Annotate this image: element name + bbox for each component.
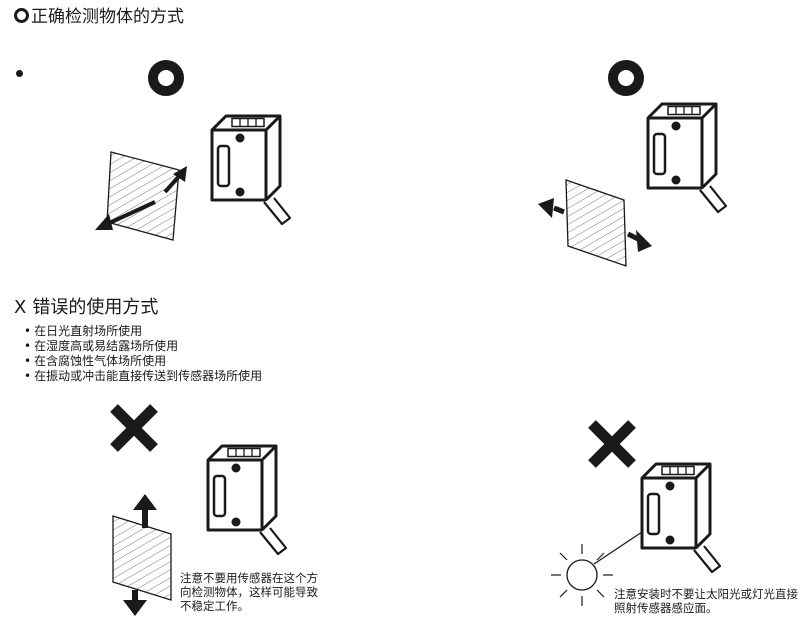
note-sunlight: 注意安装时不要让太阳光或灯光直接照射传感器感应面。 — [614, 587, 798, 615]
target-plate-diagram-vertical — [112, 494, 172, 616]
photoelectric-sensor-icon — [646, 102, 728, 214]
circle-ok-icon — [148, 60, 184, 96]
list-item: 在振动或冲击能直接传送到传感器场所使用 — [24, 369, 262, 384]
note-detection-direction: 注意不要用传感器在这个方向检测物体，这样可能导致不稳定工作。 — [180, 571, 318, 613]
list-item: 在日光直射场所使用 — [24, 324, 262, 339]
cross-ng-icon — [110, 404, 158, 452]
photoelectric-sensor-icon — [640, 462, 722, 574]
correct-section-title: 正确检测物体的方式 — [14, 6, 184, 28]
wrong-condition-list: 在日光直射场所使用 在湿度高或易结露场所使用 在含腐蚀性气体场所使用 在振动或冲… — [24, 324, 262, 384]
target-plate-diagram-left — [95, 151, 187, 241]
photoelectric-sensor-icon — [206, 444, 288, 556]
wrong-title-mark: X — [14, 297, 27, 318]
bullet-dot — [16, 70, 23, 77]
list-item: 在湿度高或易结露场所使用 — [24, 339, 262, 354]
circle-ok-icon — [608, 60, 644, 96]
list-item: 在含腐蚀性气体场所使用 — [24, 354, 262, 369]
photoelectric-sensor-icon — [210, 114, 292, 226]
target-plate-diagram-right — [538, 179, 652, 267]
cross-ng-icon — [588, 420, 636, 468]
sun-icon — [551, 531, 643, 606]
circle-ok-icon — [14, 8, 29, 23]
